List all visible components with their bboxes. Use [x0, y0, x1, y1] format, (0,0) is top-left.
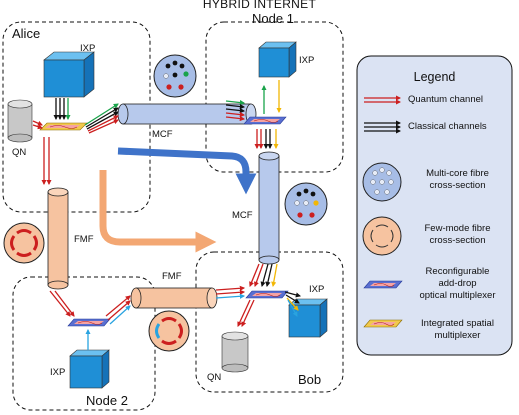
fmf-label-horizontal: FMF [162, 271, 182, 282]
legend-roadm-symbol [363, 280, 403, 289]
node-label-node1: Node 1 [252, 11, 294, 26]
fmf-fibre-horizontal [130, 287, 218, 309]
legend-ism-label: Integrated spatial multiplexer [405, 318, 510, 342]
roadm-chip-bob [245, 290, 289, 299]
legend-mcf-line1: Multi-core fibre [426, 168, 489, 179]
legend-quantum-label: Quantum channel [408, 94, 483, 105]
fmf-cross-section-left [3, 222, 45, 264]
legend-mcf-line2: cross-section [429, 180, 486, 191]
alice-channels [32, 98, 119, 186]
ixp-cube-bob [288, 298, 328, 338]
legend-fmf-symbol [362, 216, 402, 256]
legend-mcf-symbol [362, 162, 402, 202]
mcf-label-horizontal: MCF [152, 129, 173, 140]
qn-cylinder-bob [221, 331, 249, 373]
ixp-cube-node2 [69, 349, 110, 389]
bob-boundary [195, 251, 344, 393]
legend-roadm-line2: add-drop [438, 278, 477, 289]
legend-classical-symbol [364, 120, 402, 134]
bob-channels [215, 263, 302, 327]
ixp-label-node2: IXP [50, 367, 66, 378]
mcf-fibre-horizontal [117, 103, 257, 125]
legend-ism-line2: multiplexer [434, 330, 481, 341]
legend-title: Legend [413, 70, 456, 84]
ixp-cube-alice [43, 51, 95, 98]
qn-cylinder-alice [7, 99, 33, 143]
ism-chip-alice [39, 122, 88, 131]
legend-ism-symbol [363, 319, 403, 328]
blue-route-arrow [117, 147, 257, 195]
ixp-cube-node1 [258, 41, 297, 78]
node2-channels [49, 290, 131, 350]
roadm-chip-node1 [243, 116, 287, 125]
node-label-alice: Alice [12, 26, 41, 41]
node1-boundary [205, 21, 344, 173]
fmf-label-vertical: FMF [74, 234, 94, 245]
legend-roadm-line3: optical multiplexer [419, 290, 496, 301]
legend-quantum-symbol [364, 95, 402, 105]
orange-route-arrow [99, 170, 217, 253]
legend-fmf-label: Few-mode fibre cross-section [405, 223, 510, 247]
mcf-cross-section-top [153, 54, 197, 98]
legend-roadm-label: Reconfigurable add-drop optical multiple… [405, 266, 510, 302]
ixp-label-node1: IXP [299, 55, 315, 66]
qn-label-alice: QN [12, 147, 27, 158]
mcf-label-vertical: MCF [232, 210, 253, 221]
ixp-label-bob: IXP [309, 284, 325, 295]
legend-fmf-line2: cross-section [429, 235, 486, 246]
legend-fmf-line1: Few-mode fibre [424, 223, 491, 234]
qn-label-bob: QN [207, 372, 222, 383]
diagram-title: HYBRID INTERNET [202, 0, 317, 11]
roadm-chip-node2 [67, 318, 111, 327]
legend-roadm-line1: Reconfigurable [425, 266, 490, 277]
fmf-cross-section-bottom [148, 310, 190, 352]
ixp-label-alice: IXP [80, 43, 96, 54]
legend-classical-label: Classical channels [408, 121, 487, 132]
fmf-fibre-vertical [47, 187, 69, 290]
node-label-bob: Bob [298, 372, 322, 387]
node1-channels [225, 80, 282, 150]
legend-mcf-label: Multi-core fibre cross-section [405, 168, 510, 192]
node-label-node2: Node 2 [86, 393, 128, 408]
mcf-fibre-vertical [258, 151, 280, 265]
legend-ism-line1: Integrated spatial [421, 318, 494, 329]
mcf-cross-section-right [284, 182, 328, 226]
